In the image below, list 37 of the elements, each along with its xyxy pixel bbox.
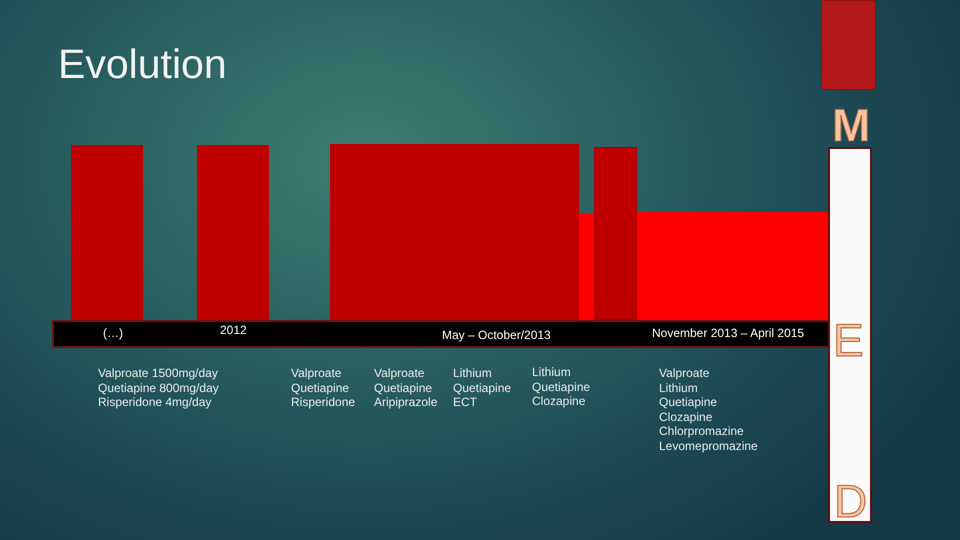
- medication-label: Valproate 1500mg/day: [98, 366, 218, 380]
- period-bar: [594, 147, 637, 320]
- medication-label: Risperidone: [291, 395, 356, 409]
- timeline-bar: [52, 320, 830, 348]
- medication-label: Risperidone 4mg/day: [98, 395, 212, 409]
- medication-label: Levomepromazine: [659, 438, 758, 452]
- medication-label: Quetiapine 800mg/day: [98, 380, 219, 394]
- letter: D: [834, 478, 868, 524]
- medication-label: Aripiprazole: [374, 395, 438, 409]
- period-bar: [330, 144, 579, 320]
- letter: M: [832, 102, 870, 148]
- letter: E: [833, 317, 864, 363]
- period-label: (…): [103, 326, 123, 340]
- medication-label: Lithium: [659, 380, 698, 394]
- medication-label: Quetiapine: [453, 380, 512, 394]
- period-bar: [197, 145, 269, 320]
- medication-label: Valproate: [659, 366, 710, 380]
- medication-label: Chlorpromazine: [659, 424, 744, 438]
- medication-label: Valproate: [291, 366, 342, 380]
- period-label: 2012: [220, 323, 247, 337]
- period-label: November 2013 – April 2015: [652, 326, 804, 340]
- medication-label: Lithium: [532, 365, 571, 379]
- medication-label: Valproate: [374, 366, 424, 380]
- medication-label: Quetiapine: [532, 380, 590, 394]
- period-bar: [71, 145, 143, 320]
- medication-label: Clozapine: [532, 394, 586, 408]
- medication-label: Clozapine: [659, 410, 712, 424]
- medication-label: Quetiapine: [374, 380, 432, 394]
- medication-label: Lithium: [453, 366, 492, 380]
- medication-label: Quetiapine: [291, 380, 350, 394]
- period-label: May – October/2013: [442, 328, 551, 342]
- medication-label: Quetiapine: [659, 395, 718, 409]
- medication-label: ECT: [453, 395, 477, 409]
- corner-block: [821, 0, 876, 90]
- period-bar: [579, 213, 594, 320]
- period-bar: [637, 212, 830, 320]
- slide-title: Evolution: [58, 40, 227, 88]
